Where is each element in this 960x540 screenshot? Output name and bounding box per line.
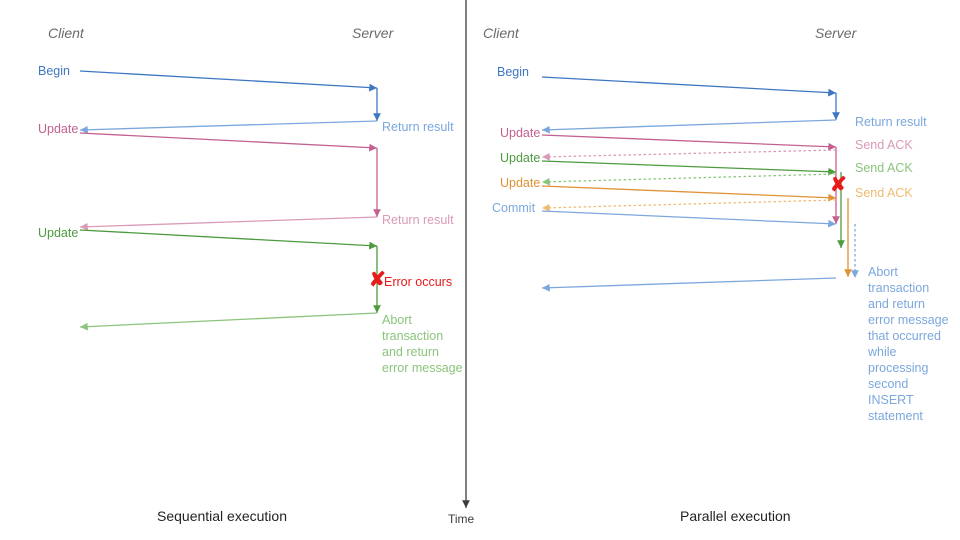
- message-return-result-1-sequential: [79, 120, 378, 134]
- message-label-update-request-2-sequential: Update: [38, 226, 79, 240]
- error-label-sequential: Error occurs: [384, 275, 453, 289]
- time-axis-label: Time: [448, 512, 475, 526]
- message-return-result-2-sequential: [79, 216, 378, 231]
- message-update-request-3-parallel: [541, 185, 837, 202]
- panel-caption-sequential: Sequential execution: [157, 508, 287, 524]
- message-commit-request-parallel: [541, 210, 837, 228]
- error-x-icon-parallel: ✘: [830, 174, 847, 196]
- error-x-icon-sequential: ✘: [369, 269, 386, 291]
- message-label-update-request-1-parallel: Update: [500, 126, 541, 140]
- message-label-commit-request-parallel: Commit: [492, 201, 536, 215]
- message-label-send-ack-3-parallel: Send ACK: [855, 186, 913, 200]
- message-label-return-result-2-sequential: Return result: [382, 213, 454, 227]
- panel-caption-parallel: Parallel execution: [680, 508, 791, 524]
- lane-header-server-parallel: Server: [815, 25, 857, 41]
- message-begin-request-sequential: [79, 70, 378, 92]
- message-send-ack-3-parallel: [541, 199, 837, 212]
- message-update-request-1-parallel: [541, 134, 837, 151]
- message-send-ack-1-parallel: [541, 149, 837, 161]
- message-label-return-result-1-sequential: Return result: [382, 120, 454, 134]
- message-return-result-parallel: [541, 119, 837, 134]
- message-label-update-request-1-sequential: Update: [38, 122, 79, 136]
- message-update-request-1-sequential: [79, 132, 378, 152]
- message-label-begin-request-sequential: Begin: [38, 64, 70, 78]
- message-update-request-2-sequential: [79, 229, 378, 250]
- message-abort-return-parallel: [541, 277, 837, 292]
- lane-header-server-sequential: Server: [352, 25, 394, 41]
- message-label-update-request-2-parallel: Update: [500, 151, 541, 165]
- message-label-send-ack-1-parallel: Send ACK: [855, 138, 913, 152]
- message-label-begin-request-parallel: Begin: [497, 65, 529, 79]
- message-label-send-ack-2-parallel: Send ACK: [855, 161, 913, 175]
- lane-header-client-parallel: Client: [483, 25, 519, 41]
- message-label-return-result-parallel: Return result: [855, 115, 927, 129]
- message-abort-return-sequential: [79, 312, 378, 331]
- message-update-request-2-parallel: [541, 160, 837, 176]
- message-label-update-request-3-parallel: Update: [500, 176, 541, 190]
- message-begin-request-parallel: [541, 76, 837, 97]
- lane-header-client-sequential: Client: [48, 25, 84, 41]
- message-send-ack-2-parallel: [541, 173, 837, 186]
